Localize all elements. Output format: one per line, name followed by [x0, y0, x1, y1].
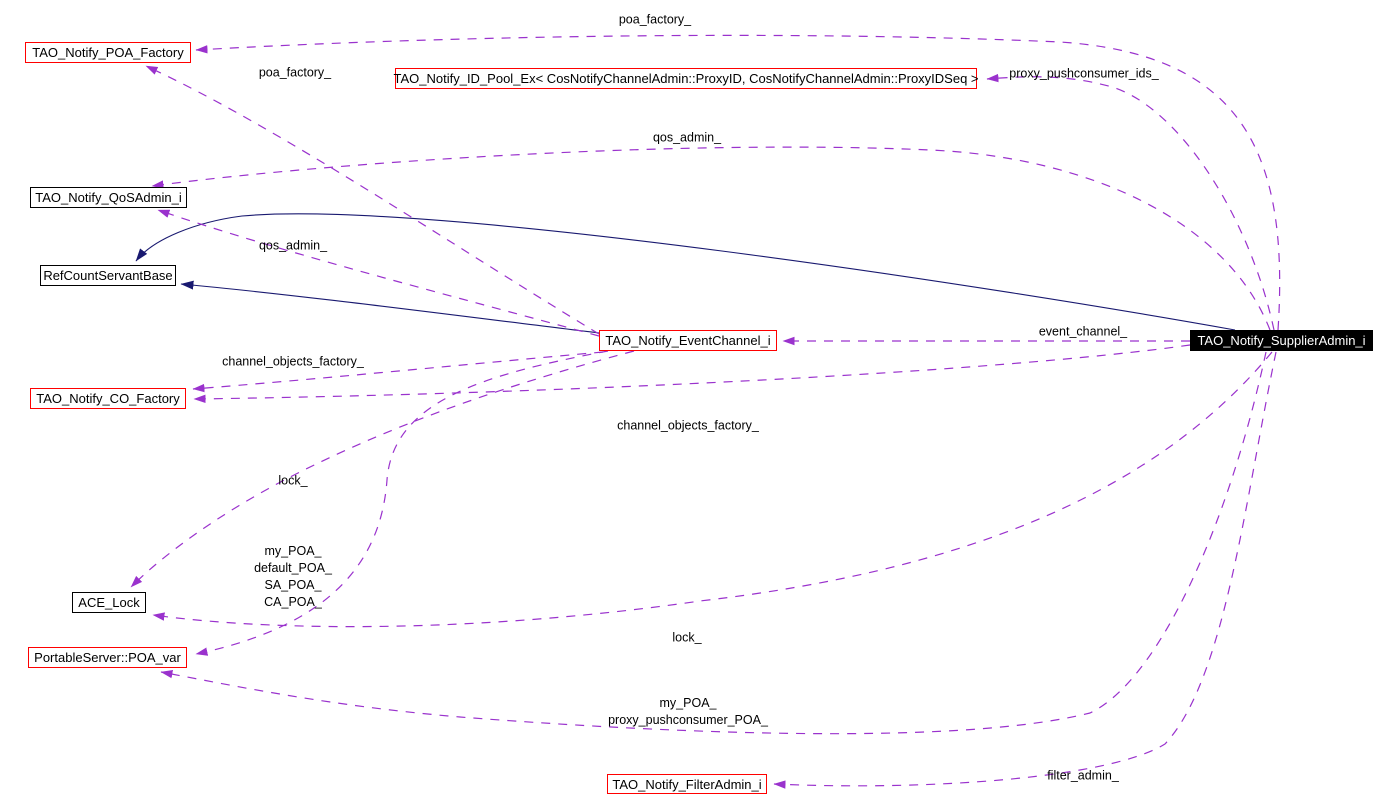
- node-ace-lock: ACE_Lock: [72, 592, 146, 613]
- edge-event-channel-to-ace-lock: [130, 350, 635, 588]
- edge-supplier-admin-to-ace-lock: [152, 351, 1273, 628]
- node-portableserver-poa-var[interactable]: PortableServer::POA_var: [28, 647, 187, 668]
- edge-label-default-poa: default_POA_: [254, 561, 332, 575]
- node-label: TAO_Notify_ID_Pool_Ex< CosNotifyChannelA…: [393, 71, 979, 86]
- node-label: TAO_Notify_CO_Factory: [36, 391, 180, 406]
- edge-label-proxy-pushconsumer-poa: proxy_pushconsumer_POA_: [608, 713, 768, 727]
- edge-event-channel-to-refcount: [180, 280, 600, 334]
- node-refcountservantbase: RefCountServantBase: [40, 265, 176, 286]
- node-tao-notify-co-factory[interactable]: TAO_Notify_CO_Factory: [30, 388, 186, 409]
- edge-supplier-admin-to-refcount: [135, 213, 1236, 331]
- node-label: TAO_Notify_POA_Factory: [32, 45, 184, 60]
- edge-supplier-admin-to-qos-admin: [151, 146, 1271, 331]
- edge-label-ca-poa: CA_POA_: [264, 595, 322, 609]
- edge-label-lock-lower: lock_: [672, 630, 702, 645]
- edge-label-my-poa-proxy: my_POA_ proxy_pushconsumer_POA_: [608, 695, 768, 729]
- edge-event-channel-to-poa-factory: [145, 65, 600, 335]
- edge-supplier-admin-to-poa-factory: [195, 34, 1281, 331]
- edge-event-channel-to-co-factory: [192, 351, 604, 393]
- node-tao-notify-filteradmin-i[interactable]: TAO_Notify_FilterAdmin_i: [607, 774, 767, 794]
- node-tao-notify-poa-factory[interactable]: TAO_Notify_POA_Factory: [25, 42, 191, 63]
- edge-label-filter-admin: filter_admin_: [1047, 768, 1119, 783]
- node-label: TAO_Notify_FilterAdmin_i: [612, 776, 762, 792]
- edge-label-proxy-pushconsumer-ids: proxy_pushconsumer_ids_: [1009, 66, 1159, 81]
- node-label: TAO_Notify_SupplierAdmin_i: [1197, 333, 1366, 348]
- edge-label-sa-poa: SA_POA_: [264, 578, 322, 592]
- edge-label-poa-multi: my_POA_ default_POA_ SA_POA_ CA_POA_: [254, 543, 332, 611]
- edge-label-poa-factory-top: poa_factory_: [618, 12, 692, 27]
- node-tao-notify-qosadmin-i: TAO_Notify_QoSAdmin_i: [30, 187, 187, 208]
- edge-label-my-poa: my_POA_: [264, 544, 322, 558]
- edge-label-qos-admin-top: qos_admin_: [652, 130, 722, 145]
- node-label: ACE_Lock: [78, 595, 140, 610]
- edge-label-channel-objects-factory-lower: channel_objects_factory_: [617, 418, 759, 433]
- edge-supplier-admin-to-filter-admin: [773, 351, 1277, 789]
- edge-label-channel-objects-factory-upper: channel_objects_factory_: [222, 354, 364, 369]
- edge-label-event-channel: event_channel_: [1038, 324, 1128, 339]
- node-label: TAO_Notify_QoSAdmin_i: [35, 190, 182, 205]
- edge-label-poa-factory-mid: poa_factory_: [258, 65, 332, 80]
- edge-supplier-admin-to-poa-var: [160, 351, 1267, 735]
- edge-supplier-admin-to-co-factory: [193, 344, 1191, 404]
- edge-label-qos-admin-mid: qos_admin_: [258, 238, 328, 253]
- node-label: TAO_Notify_EventChannel_i: [605, 333, 771, 348]
- edge-label-my-poa-2: my_POA_: [659, 696, 717, 710]
- node-tao-notify-id-pool-ex[interactable]: TAO_Notify_ID_Pool_Ex< CosNotifyChannelA…: [393, 68, 979, 89]
- node-label: PortableServer::POA_var: [34, 650, 181, 665]
- node-label: RefCountServantBase: [43, 268, 173, 283]
- edge-supplier-admin-to-id-pool: [986, 73, 1275, 331]
- node-tao-notify-eventchannel-i[interactable]: TAO_Notify_EventChannel_i: [599, 330, 777, 351]
- edge-label-lock-upper: lock_: [278, 473, 308, 488]
- node-tao-notify-supplieradmin-i: TAO_Notify_SupplierAdmin_i: [1190, 330, 1373, 351]
- edge-event-channel-to-poa-var: [195, 350, 609, 656]
